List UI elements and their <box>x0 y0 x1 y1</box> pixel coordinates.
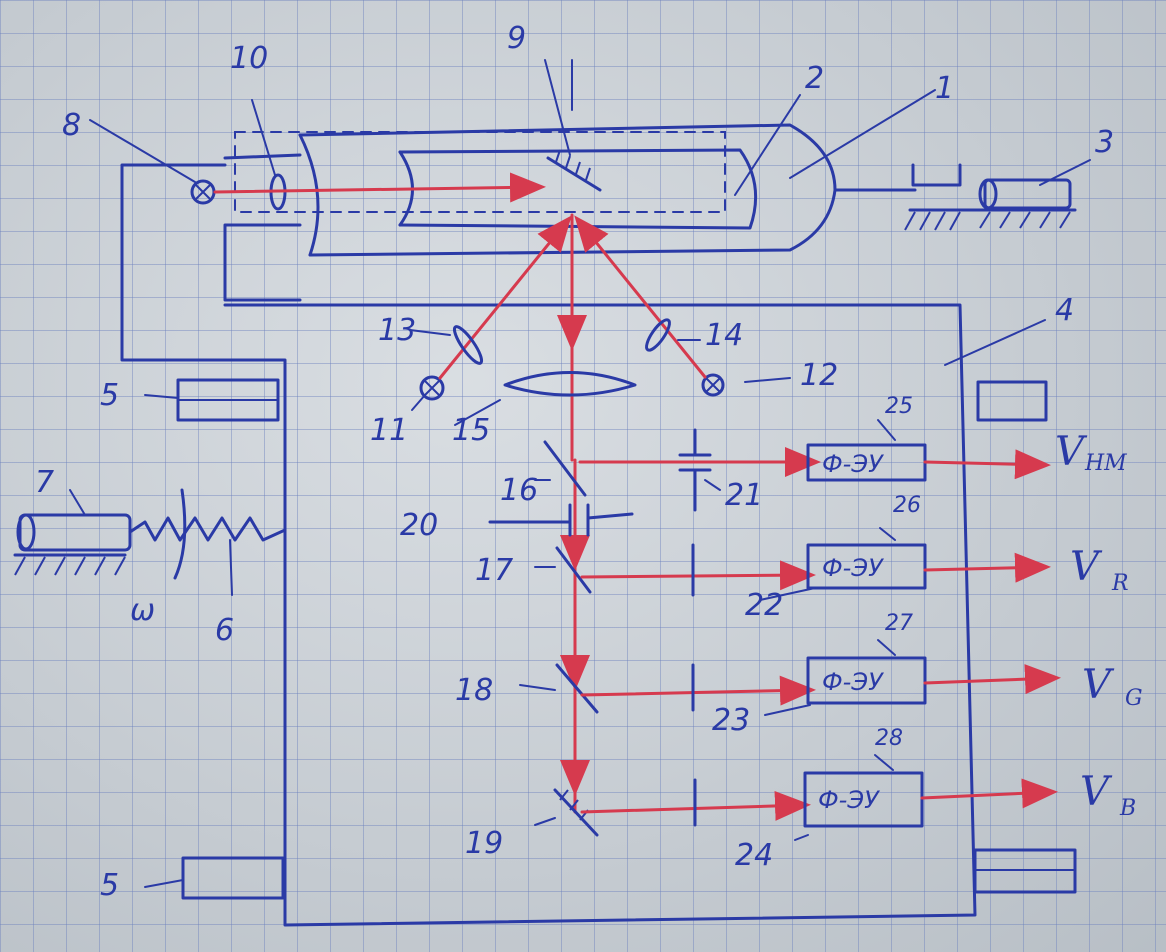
inner-tube <box>398 148 758 230</box>
label-22: 22 <box>745 588 783 623</box>
label-3: 3 <box>1095 125 1114 160</box>
label-8: 8 <box>62 108 81 143</box>
motor-3-body <box>983 178 1072 210</box>
label-28: 28 <box>875 726 903 751</box>
label-21: 21 <box>725 478 763 513</box>
label-14: 14 <box>705 318 743 353</box>
label-5-top: 5 <box>100 378 119 413</box>
output-v-hm-sub: НМ <box>1084 451 1127 476</box>
label-13: 13 <box>378 313 416 348</box>
lamp-8-cross <box>195 184 211 200</box>
mirror-9 <box>546 156 602 192</box>
motor-7-end <box>16 513 36 551</box>
rotation-arrow-omega <box>173 488 187 580</box>
label-15: 15 <box>452 413 490 448</box>
label-25: 25 <box>885 394 913 419</box>
ray-r <box>580 560 816 591</box>
label-4: 4 <box>1055 293 1074 328</box>
housing-top-lip <box>223 153 302 160</box>
motor-3-hatch <box>904 211 1071 231</box>
out-hm <box>923 449 1051 480</box>
output-v-r: V <box>1070 544 1103 590</box>
output-v-g-sub: G <box>1125 686 1143 711</box>
label-5-bottom: 5 <box>100 868 119 903</box>
label-24: 24 <box>735 838 773 873</box>
label-9: 9 <box>507 21 526 56</box>
mirror-9-hatch <box>555 149 591 181</box>
label-20: 20 <box>400 508 438 543</box>
label-17: 17 <box>475 553 513 588</box>
housing-frame <box>120 163 977 927</box>
detector-28-label: Ф-ЭУ <box>818 786 880 814</box>
label-2: 2 <box>805 61 824 96</box>
ray-lamp8 <box>213 172 546 203</box>
out-b <box>920 778 1058 809</box>
output-v-b-sub: B <box>1119 796 1136 821</box>
output-v-b: V <box>1080 769 1113 815</box>
label-1: 1 <box>935 71 954 106</box>
mirror-17 <box>555 546 592 594</box>
label-19: 19 <box>465 826 503 861</box>
detector-26-label: Ф-ЭУ <box>822 554 884 582</box>
motor-7-body <box>18 513 132 552</box>
detector-25-label: Ф-ЭУ <box>822 450 884 478</box>
housing-bracket <box>223 223 302 302</box>
lens-14 <box>645 318 671 352</box>
lens-13 <box>452 325 484 365</box>
lens-15 <box>503 371 637 397</box>
motor-3-clamp <box>911 163 962 187</box>
detector-27-box <box>806 656 927 705</box>
ray-lamp12 <box>574 215 707 379</box>
label-23: 23 <box>712 703 750 738</box>
detector-27-label: Ф-ЭУ <box>822 668 884 696</box>
label-10: 10 <box>230 41 268 76</box>
motor-7-hatch <box>14 556 126 576</box>
label-omega: ω <box>130 593 155 628</box>
out-r <box>923 552 1051 583</box>
spring-6 <box>128 516 287 542</box>
label-26: 26 <box>893 493 921 518</box>
label-6: 6 <box>215 613 234 648</box>
label-7: 7 <box>35 465 54 500</box>
mount-5-left-bottom <box>181 856 285 900</box>
label-27: 27 <box>885 611 913 636</box>
detector-26-box <box>806 543 927 590</box>
mirror-16 <box>543 440 587 497</box>
lamp-12 <box>701 373 725 397</box>
output-v-g: V <box>1082 662 1115 708</box>
lamp-11-cross <box>424 380 440 396</box>
label-12: 12 <box>800 358 838 393</box>
label-11: 11 <box>370 413 408 448</box>
cylinder-dashed-outline <box>234 131 726 213</box>
cylinder-left-end <box>298 133 320 257</box>
label-16: 16 <box>500 473 538 508</box>
label-18: 18 <box>455 673 493 708</box>
leader-6 <box>229 539 233 596</box>
ray-lamp11 <box>438 215 572 380</box>
motor-3-end <box>978 178 998 210</box>
leader-lines <box>69 59 1091 888</box>
mount-right-top <box>976 380 1048 422</box>
output-v-hm: V <box>1055 429 1088 475</box>
element-20-line-b <box>586 512 634 520</box>
mirror-18 <box>555 663 599 714</box>
out-g <box>923 664 1061 695</box>
lamp-12-cross <box>705 377 721 393</box>
lamp-11 <box>419 375 445 401</box>
ray-g <box>580 675 816 706</box>
output-v-r-sub: R <box>1111 571 1129 596</box>
